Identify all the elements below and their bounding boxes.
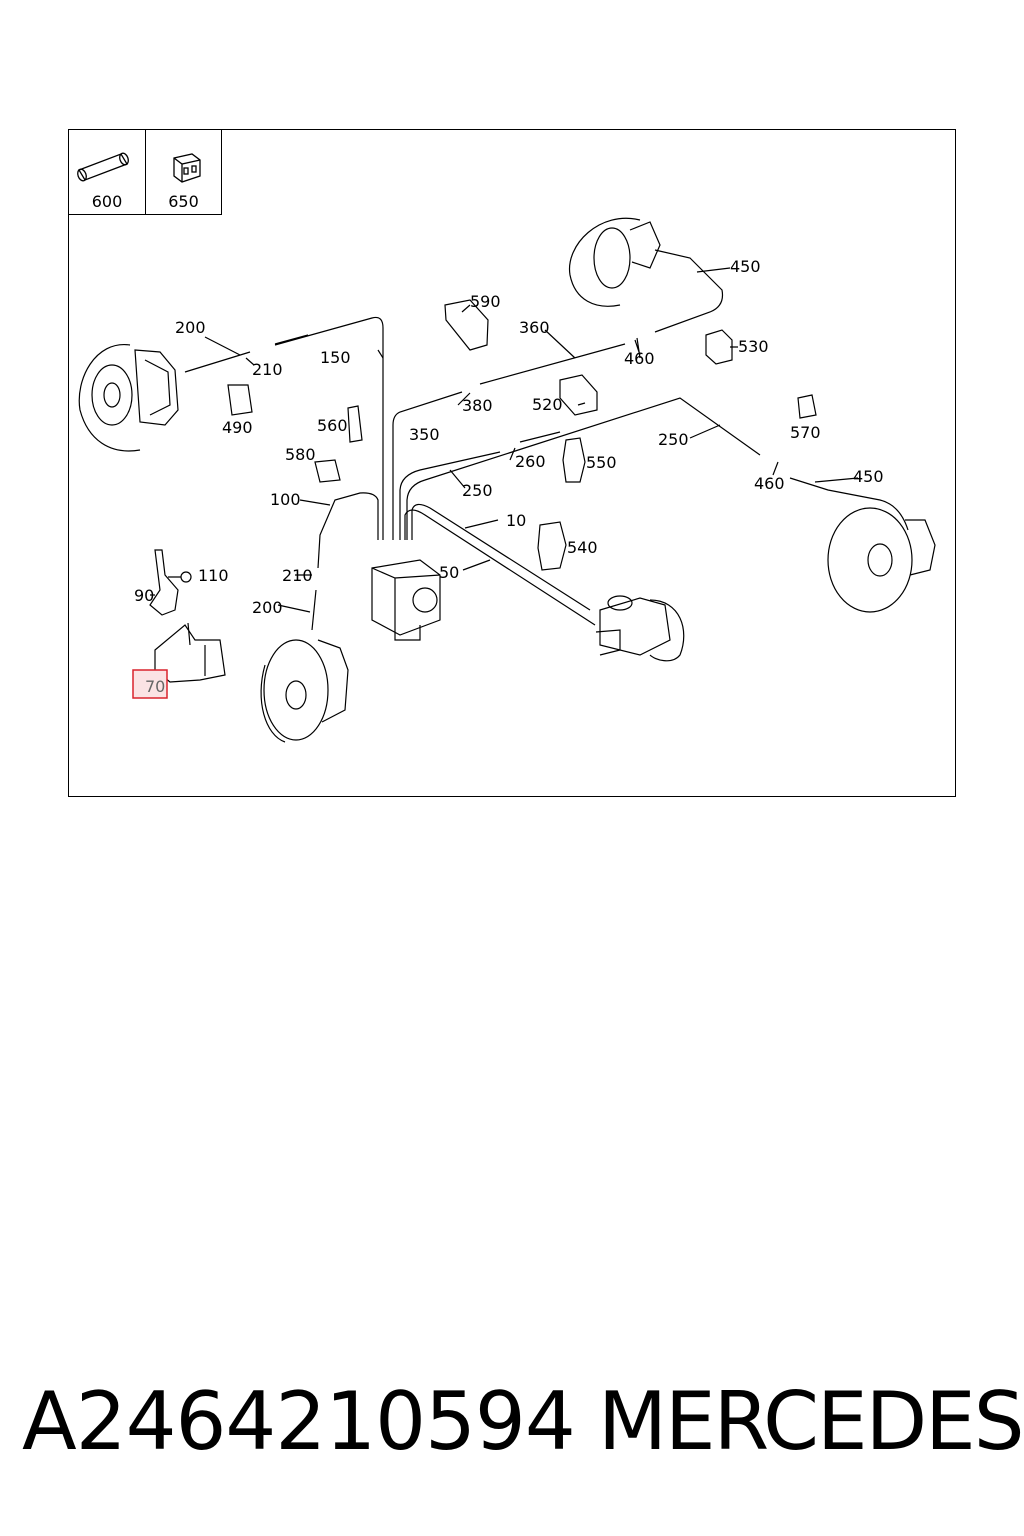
callout-200a: 200: [175, 318, 206, 337]
clip-block-icon: [173, 153, 201, 183]
callout-590: 590: [470, 292, 501, 311]
callout-540: 540: [567, 538, 598, 557]
clip-490[interactable]: [227, 384, 253, 416]
callout-580: 580: [285, 445, 316, 464]
rear-left-brake-disc[interactable]: [827, 507, 936, 613]
callout-50: 50: [439, 563, 459, 582]
callout-450b: 450: [853, 467, 884, 486]
front-left-brake-disc[interactable]: [78, 344, 179, 452]
brake-line-450-top[interactable]: [654, 249, 724, 333]
clip-590[interactable]: [444, 299, 489, 351]
part-number: A2464210594: [22, 1375, 576, 1468]
brake-line-150[interactable]: [274, 316, 384, 540]
callout-550: 550: [586, 453, 617, 472]
brake-line-360[interactable]: [479, 343, 626, 385]
highlighted-callout-70[interactable]: 70: [132, 669, 168, 699]
callout-560: 560: [317, 416, 348, 435]
callout-150: 150: [320, 348, 351, 367]
callout-490: 490: [222, 418, 253, 437]
callout-250a: 250: [658, 430, 689, 449]
brake-line-250-lower[interactable]: [399, 451, 501, 540]
callout-10: 10: [506, 511, 526, 530]
clip-560[interactable]: [347, 405, 363, 443]
callout-90: 90: [134, 586, 154, 605]
rear-right-brake-disc[interactable]: [568, 217, 661, 307]
callout-210a: 210: [252, 360, 283, 379]
front-right-brake-disc[interactable]: [260, 639, 349, 743]
clip-520[interactable]: [559, 374, 598, 416]
callout-70: 70: [145, 677, 165, 696]
brand-name: MERCEDES: [598, 1375, 1024, 1468]
callout-200b: 200: [252, 598, 283, 617]
callout-530: 530: [738, 337, 769, 356]
callout-210b: 210: [282, 566, 313, 585]
brake-line-260[interactable]: [519, 431, 561, 443]
brake-line-200-front-right[interactable]: [311, 589, 317, 631]
callout-570: 570: [790, 423, 821, 442]
brake-line-100[interactable]: [317, 492, 379, 569]
brake-line-450-right[interactable]: [789, 477, 909, 531]
callout-360: 360: [519, 318, 550, 337]
brake-line-250-upper[interactable]: [406, 397, 761, 540]
callout-350: 350: [409, 425, 440, 444]
callout-460b: 460: [754, 474, 785, 493]
legend-cell-600[interactable]: 600: [68, 129, 146, 215]
brake-line-350[interactable]: [392, 391, 463, 540]
brake-line-50[interactable]: [404, 509, 596, 626]
legend-cell-650[interactable]: 650: [145, 129, 222, 215]
legend-label-600: 600: [91, 192, 123, 211]
bracket-90[interactable]: [149, 549, 192, 616]
callout-labels: 200 210 150 590 360 460 450 530 490 560 …: [134, 257, 884, 617]
legend-label-650: 650: [168, 192, 199, 211]
tube-icon: [77, 152, 129, 182]
clip-540[interactable]: [537, 521, 567, 571]
callout-380: 380: [462, 396, 493, 415]
diagram-frame: [68, 129, 956, 797]
clip-530[interactable]: [705, 329, 733, 365]
callout-460a: 460: [624, 349, 655, 368]
callout-100: 100: [270, 490, 301, 509]
clip-580[interactable]: [314, 459, 341, 483]
callout-520: 520: [532, 395, 563, 414]
callout-260: 260: [515, 452, 546, 471]
clip-550[interactable]: [562, 437, 586, 483]
callout-250b: 250: [462, 481, 493, 500]
callout-450a: 450: [730, 257, 761, 276]
abs-hydraulic-unit[interactable]: [371, 559, 441, 641]
brake-line-200-front-left[interactable]: [184, 351, 251, 373]
brake-master-cylinder[interactable]: [595, 595, 685, 662]
footer: A2464210594 MERCEDES: [0, 1372, 1024, 1472]
clip-570[interactable]: [797, 394, 817, 419]
callout-110: 110: [198, 566, 229, 585]
